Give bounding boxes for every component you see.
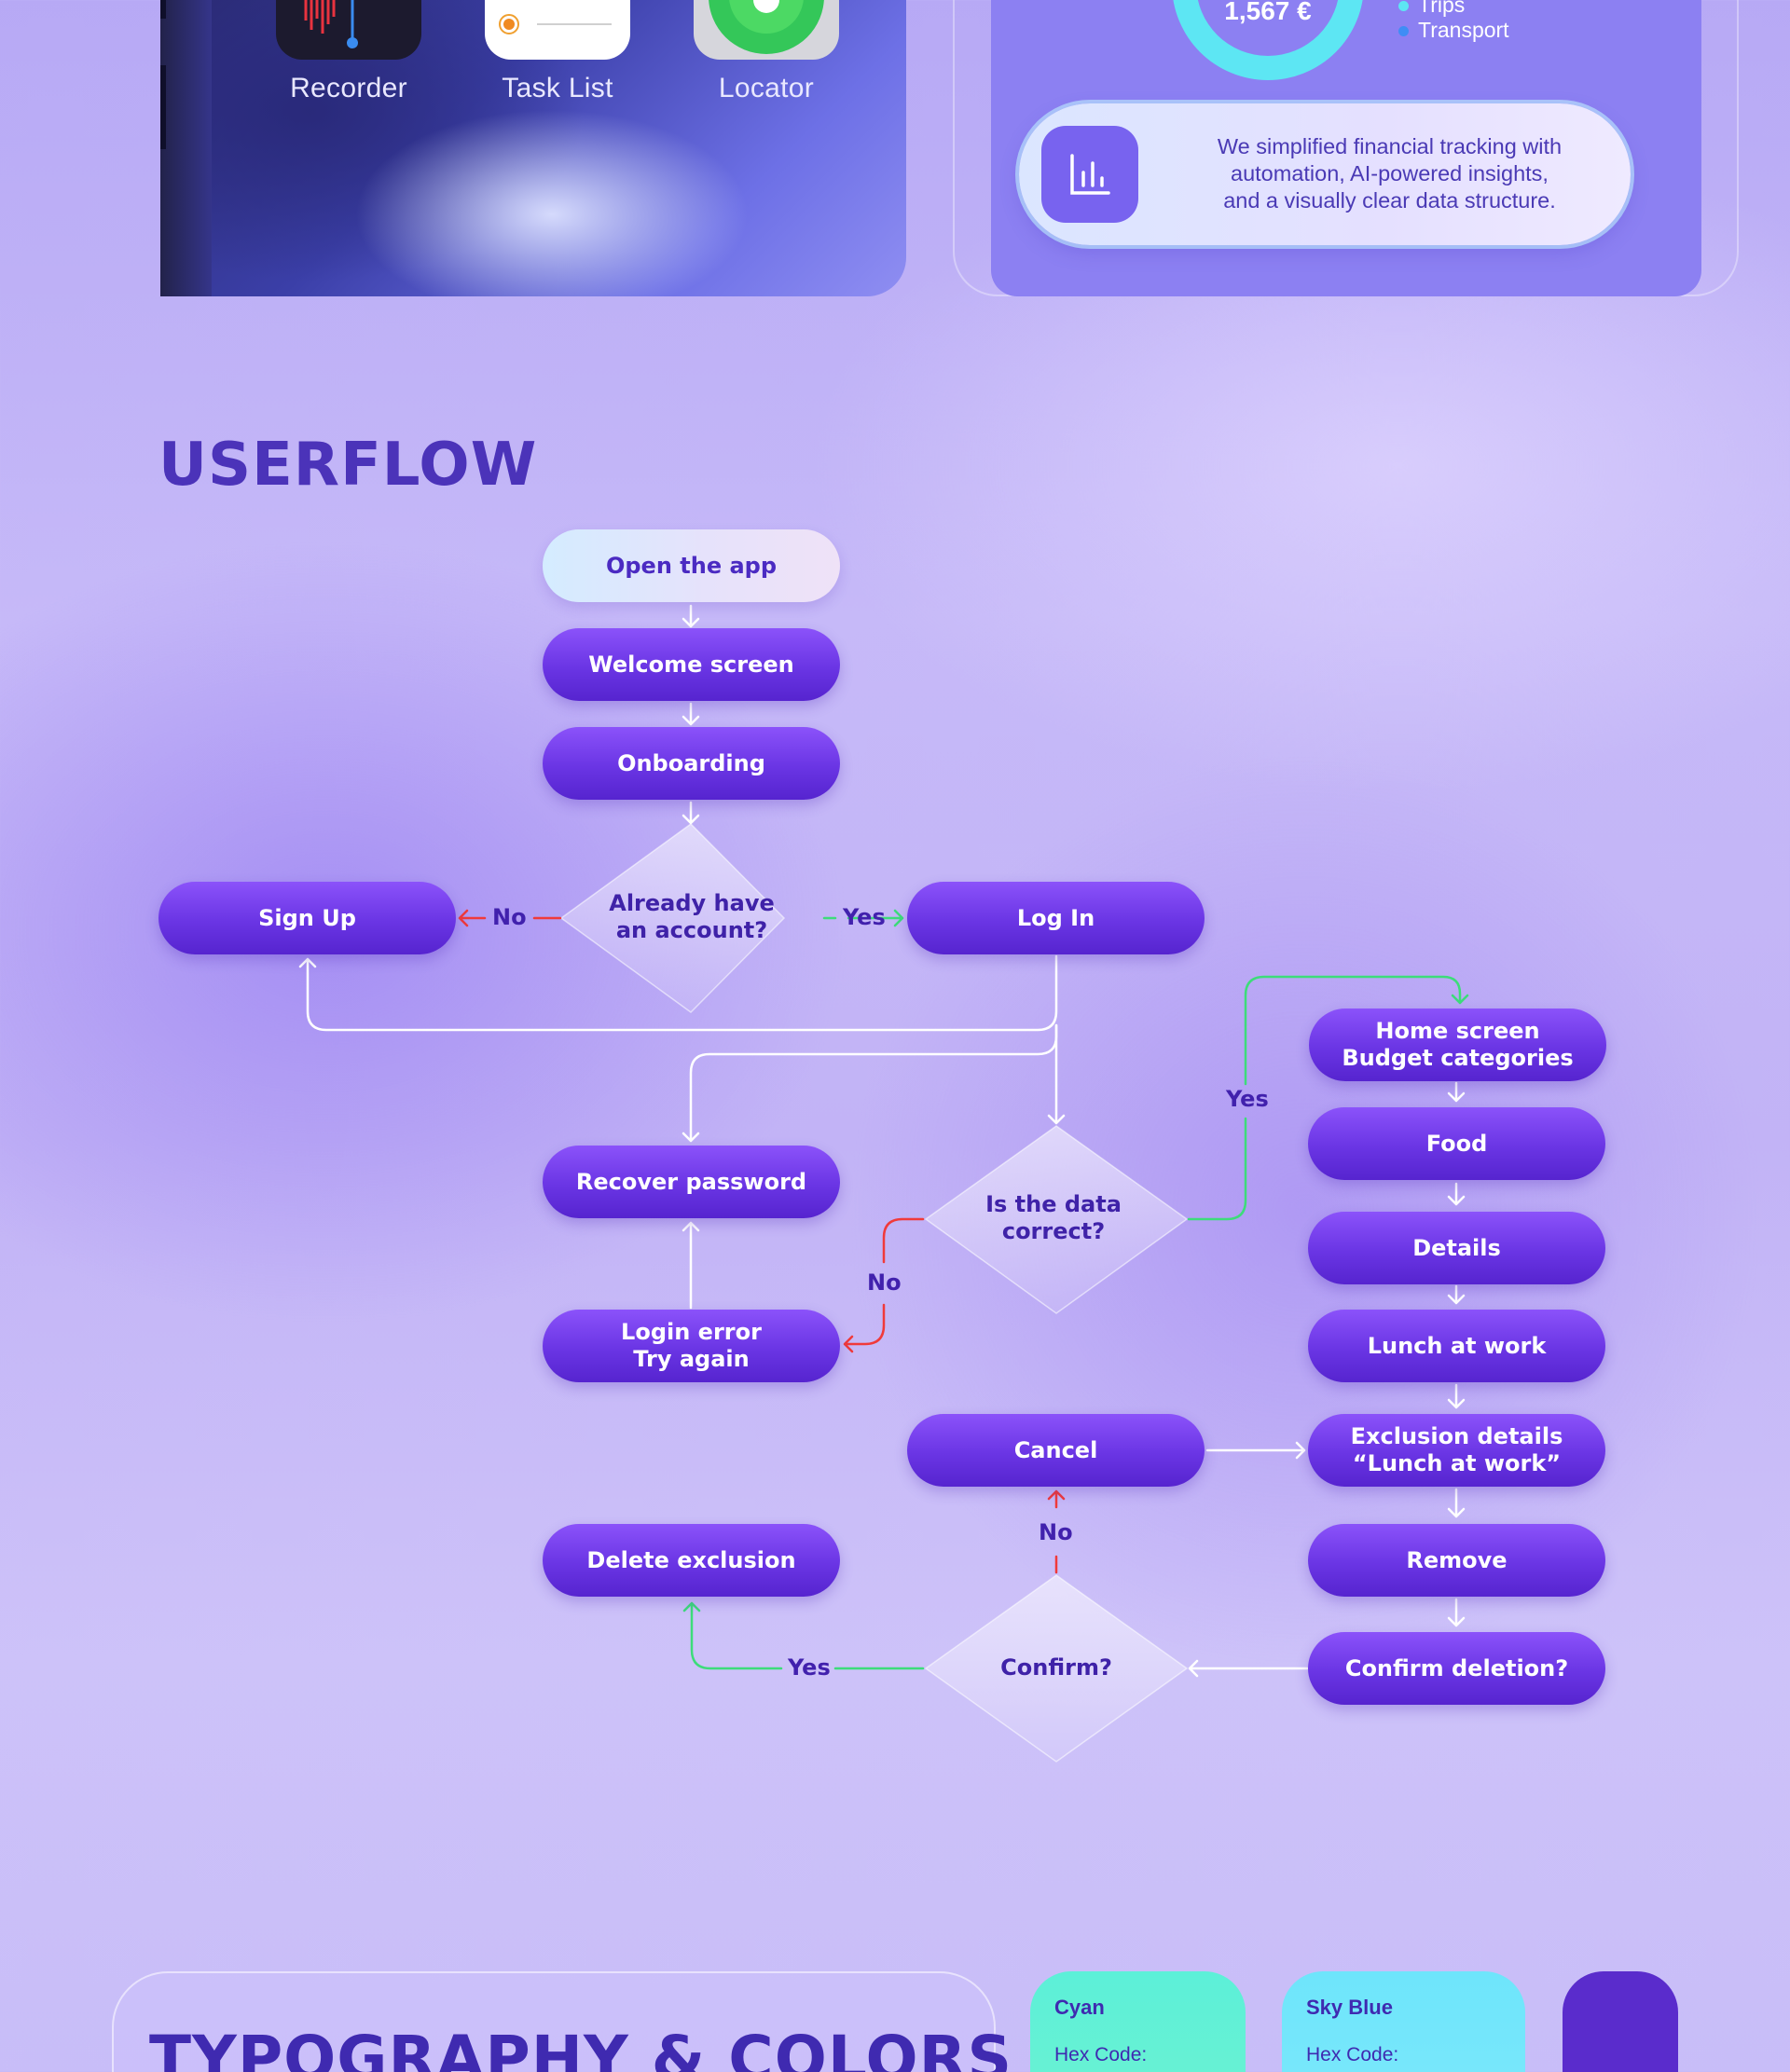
recorder-icon <box>276 0 421 60</box>
insight-line: We simplified financial tracking with <box>1217 134 1563 158</box>
swatch-hex-label: Hex Code: <box>1306 2044 1399 2065</box>
node-line: Try again <box>633 1346 750 1372</box>
edge-no-error <box>843 1217 925 1353</box>
swatch-name: Sky Blue <box>1306 1996 1393 2019</box>
app-recorder[interactable]: Recorder <box>274 0 423 104</box>
edge-details-lunch <box>1447 1284 1466 1305</box>
node-line: Login error <box>621 1319 762 1345</box>
node-delete-exclusion: Delete exclusion <box>543 1524 840 1597</box>
color-swatch-sky-blue: Sky Blue Hex Code: <box>1282 1971 1525 2072</box>
node-line: Home screen <box>1375 1018 1540 1044</box>
edge-login-recover <box>682 1023 1058 1143</box>
phone-bezel <box>160 0 212 296</box>
node-sign-up: Sign Up <box>158 882 456 954</box>
edge-label-no: No <box>867 1269 902 1296</box>
edge-label-yes: Yes <box>788 1654 831 1681</box>
edge-label-yes: Yes <box>843 904 886 930</box>
node-details: Details <box>1308 1212 1605 1284</box>
node-recover-password: Recover password <box>543 1146 840 1218</box>
node-confirm-deletion: Confirm deletion? <box>1308 1632 1605 1705</box>
decision-data-text: Is the data correct? <box>942 1191 1165 1245</box>
app-label: Task List <box>502 73 613 103</box>
edge-label-no: No <box>492 904 527 930</box>
node-onboarding: Onboarding <box>543 727 840 800</box>
decision-confirm-text: Confirm? <box>1000 1654 1112 1681</box>
node-exclusion-details: Exclusion details“Lunch at work” <box>1308 1414 1605 1487</box>
section-title: USERFLOW <box>158 431 538 500</box>
edge-no-cancel <box>1047 1489 1066 1574</box>
node-log-in: Log In <box>907 882 1205 954</box>
legend-dot <box>1398 1 1409 12</box>
edge-error-recover <box>682 1221 700 1310</box>
edge-yes-login <box>822 909 904 927</box>
donut-total: 1,567 € <box>1224 0 1312 25</box>
decision-line: Already have <box>609 890 775 916</box>
insight-text: We simplified financial tracking with au… <box>1164 133 1616 214</box>
edge-yes-delete <box>682 1601 925 1670</box>
decision-diamond-data <box>924 1125 1189 1314</box>
decision-diamond-account <box>559 823 786 1013</box>
legend-item-trips: Trips <box>1398 0 1465 18</box>
typography-card <box>112 1971 996 2072</box>
edge-login-data <box>1047 1023 1066 1125</box>
node-line: “Lunch at work” <box>1352 1450 1562 1476</box>
swatch-hex-label: Hex Code: <box>1054 2044 1148 2065</box>
phone-side-button <box>160 0 166 19</box>
edge-open-welcome <box>682 604 700 628</box>
edge-welcome-onboarding <box>682 702 700 726</box>
node-line: Exclusion details <box>1350 1423 1563 1449</box>
legend-dot <box>1398 26 1409 37</box>
edge-home-food <box>1447 1081 1466 1103</box>
color-swatch-cyan: Cyan Hex Code: <box>1030 1971 1246 2072</box>
edge-cancel-exclusion <box>1205 1441 1306 1460</box>
insight-pill: We simplified financial tracking with au… <box>1019 103 1631 245</box>
legend-label: Transport <box>1418 18 1509 42</box>
decision-line: Is the data <box>985 1191 1122 1217</box>
insight-line: and a visually clear data structure. <box>1223 188 1556 213</box>
task-list-icon <box>485 0 630 60</box>
edge-remove-confirmdel <box>1447 1598 1466 1627</box>
edge-yes-home <box>1187 975 1469 1221</box>
node-line: Budget categories <box>1342 1045 1574 1071</box>
edge-onboarding-decision <box>682 801 700 825</box>
legend-item-transport: Transport <box>1398 18 1509 43</box>
app-label: Recorder <box>290 73 407 103</box>
bar-chart-icon <box>1041 126 1138 223</box>
app-locator[interactable]: Locator <box>692 0 841 104</box>
edge-label-no: No <box>1039 1519 1073 1545</box>
insight-line: automation, AI-powered insights, <box>1231 161 1549 185</box>
decision-line: an account? <box>615 917 768 943</box>
swatch-name: Cyan <box>1054 1996 1105 2019</box>
node-cancel: Cancel <box>907 1414 1205 1487</box>
edge-lunch-exclusion <box>1447 1383 1466 1409</box>
color-swatch-purple <box>1563 1971 1678 2072</box>
edge-exclusion-remove <box>1447 1488 1466 1518</box>
edge-confirmdel-confirm <box>1188 1659 1309 1678</box>
edge-login-signup <box>298 954 1058 1032</box>
legend-label: Trips <box>1418 0 1466 17</box>
node-lunch-at-work: Lunch at work <box>1308 1310 1605 1382</box>
node-food: Food <box>1308 1107 1605 1180</box>
phone-side-button <box>160 65 166 149</box>
typography-title: TYPOGRAPHY & COLORS <box>149 2023 1012 2072</box>
decision-diamond-confirm <box>924 1574 1189 1763</box>
decision-account-text: Already have an account? <box>580 890 804 944</box>
node-remove: Remove <box>1308 1524 1605 1597</box>
locator-icon <box>694 0 839 60</box>
edge-label-yes: Yes <box>1226 1086 1269 1112</box>
node-open-app: Open the app <box>543 529 840 602</box>
node-welcome-screen: Welcome screen <box>543 628 840 701</box>
app-label: Locator <box>718 73 815 103</box>
edge-no-signup <box>458 909 562 927</box>
phone-mockup: Recorder Task List Locator <box>160 0 906 296</box>
decision-line: correct? <box>1001 1218 1106 1244</box>
edge-food-details <box>1447 1182 1466 1206</box>
app-task-list[interactable]: Task List <box>483 0 632 104</box>
